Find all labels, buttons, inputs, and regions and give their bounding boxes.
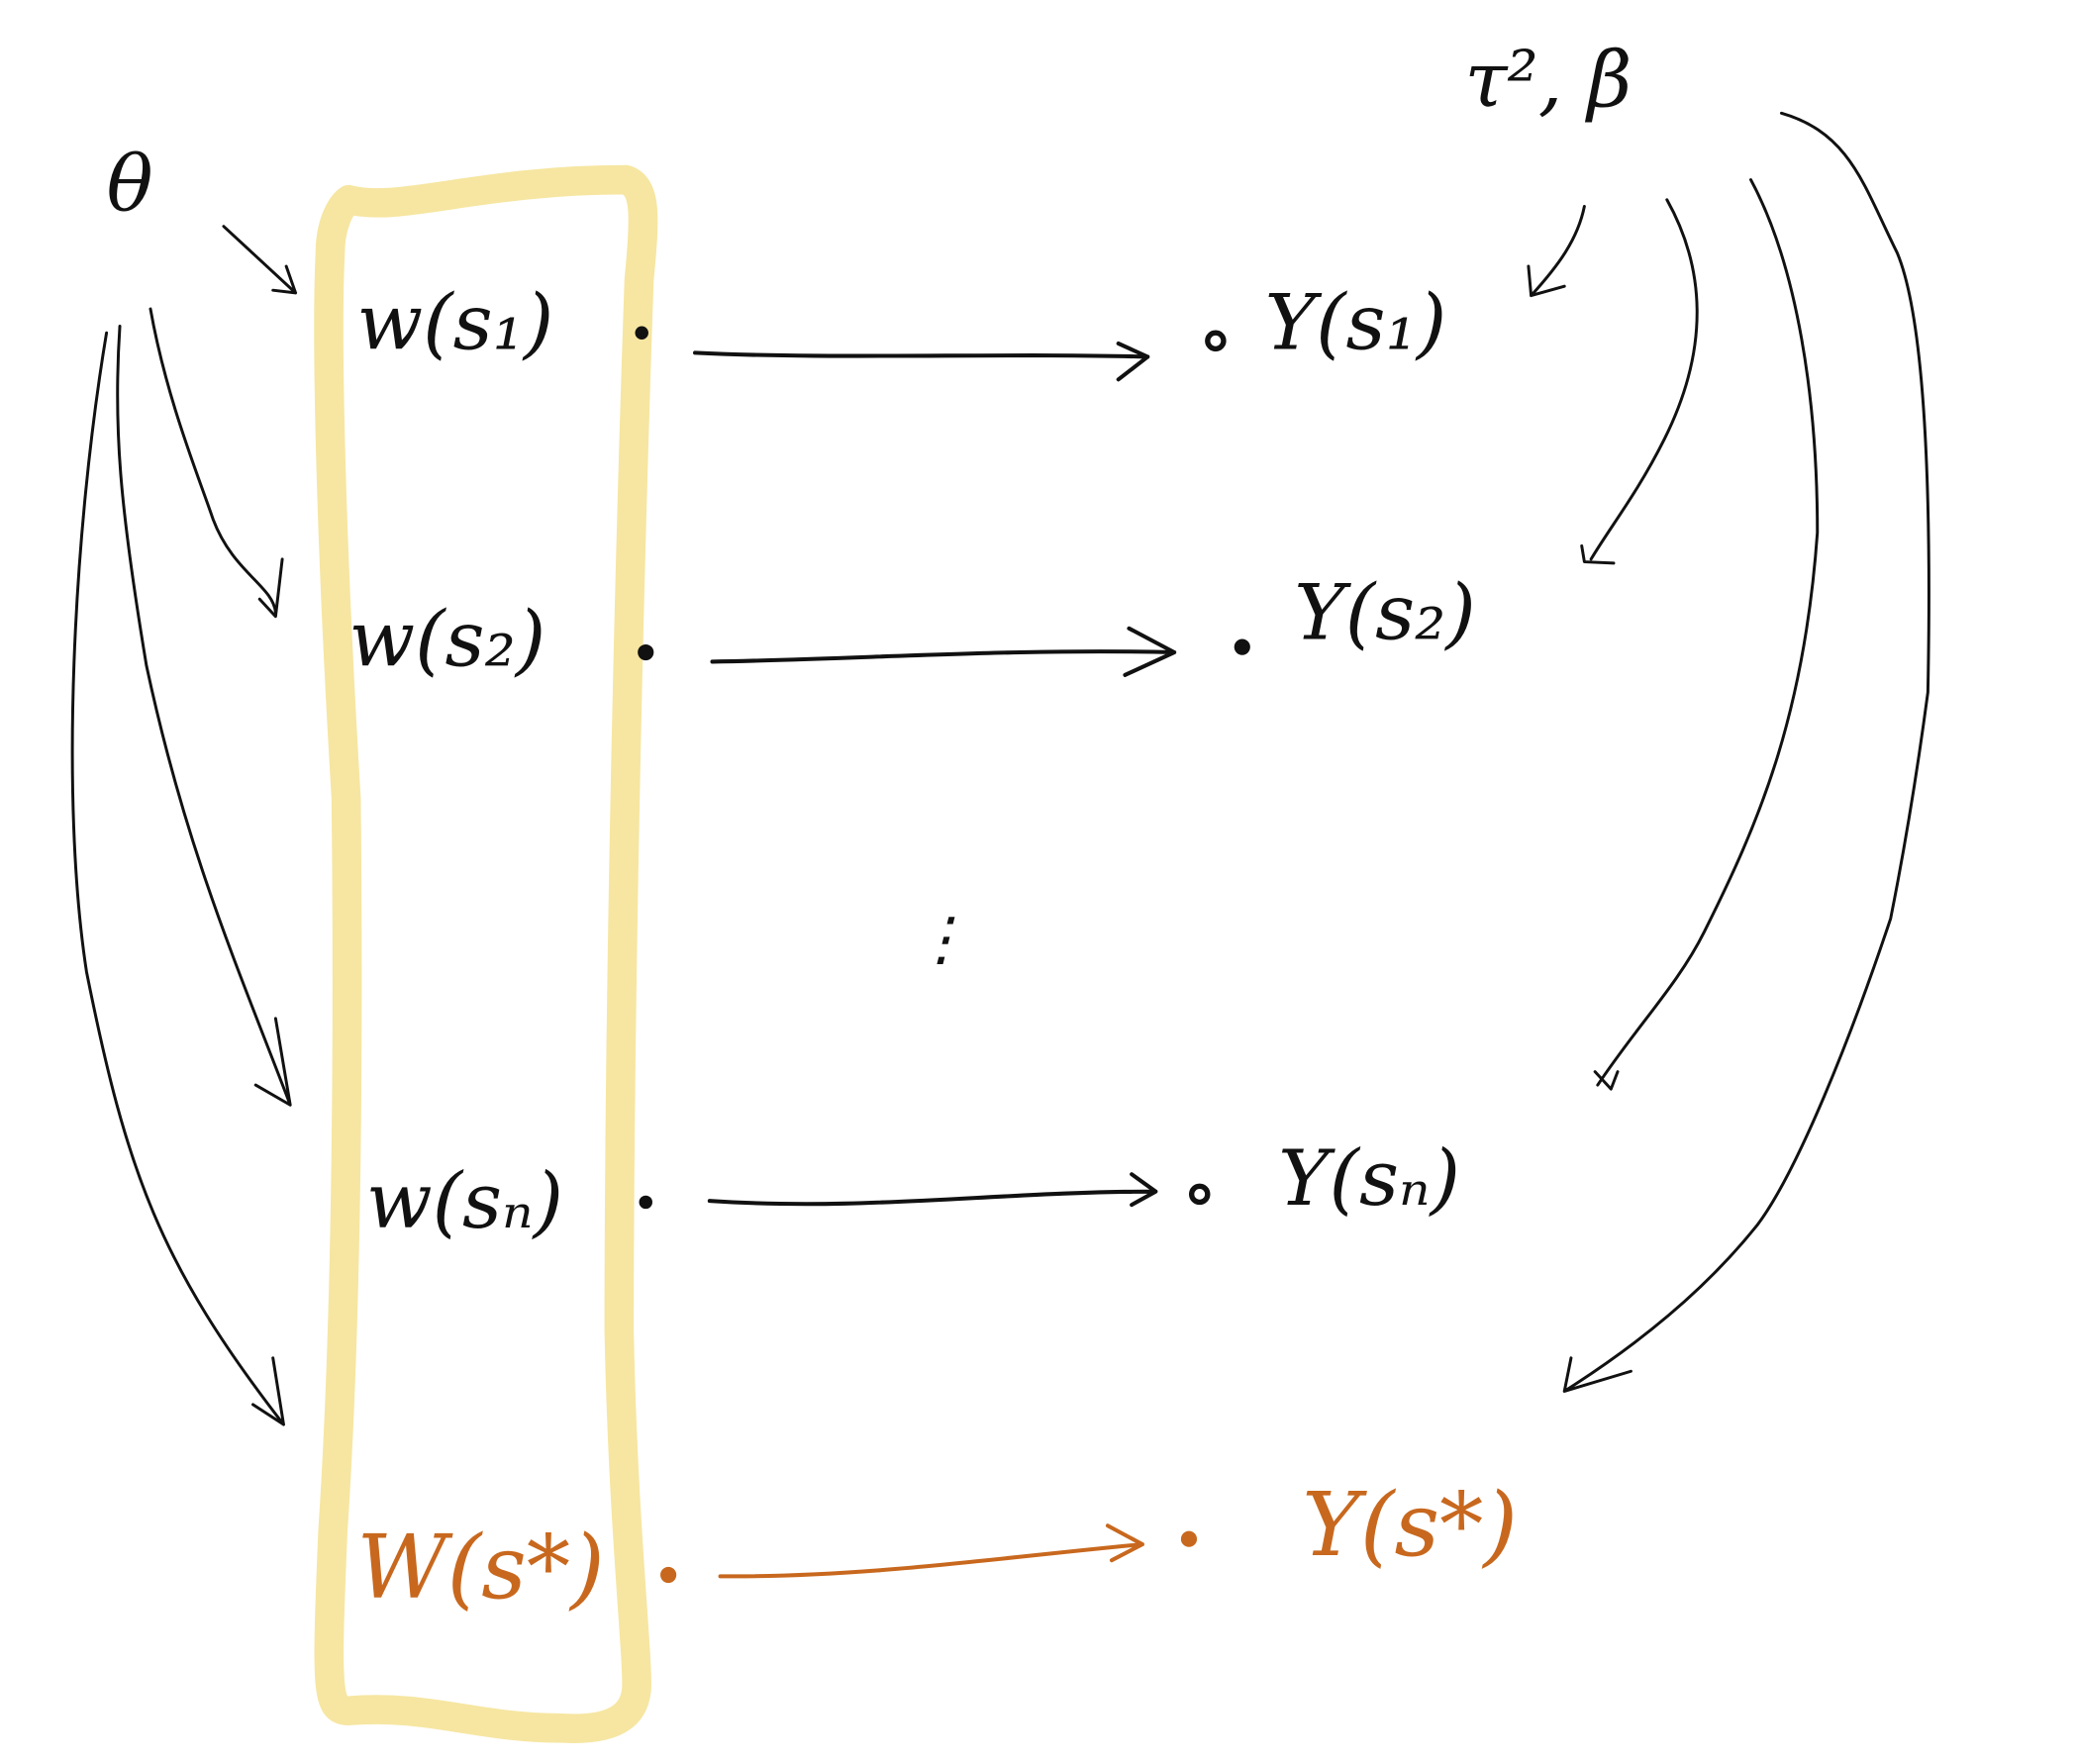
latent-highlight-box xyxy=(314,164,658,1743)
theta-arrows xyxy=(70,225,298,1426)
latent-w-s2: w(s₂) xyxy=(348,595,545,684)
theta-label: θ xyxy=(107,141,153,230)
observed-y-s1: Y(s₁) xyxy=(1265,278,1447,367)
latent-w-sstar: W(s*) xyxy=(356,1517,604,1618)
observed-y-sn: Y(sₙ) xyxy=(1278,1134,1460,1224)
row-2: w(s₂) Y(s₂) xyxy=(348,569,1476,685)
ellipsis: ⋮ xyxy=(912,904,970,972)
row-n: w(sₙ) Y(sₙ) xyxy=(366,1134,1460,1246)
latent-w-sn: w(sₙ) xyxy=(366,1157,563,1246)
tau-beta-arrows xyxy=(1527,111,1930,1393)
observed-y-s2: Y(s₂) xyxy=(1294,569,1476,658)
observed-y-sstar: Y(s*) xyxy=(1302,1474,1518,1576)
latent-w-s1: w(s₁) xyxy=(356,278,553,367)
tau-beta-label: τ², β xyxy=(1464,37,1632,126)
row-prediction: W(s*) Y(s*) xyxy=(356,1474,1518,1618)
row-1: w(s₁) Y(s₁) xyxy=(356,278,1447,382)
